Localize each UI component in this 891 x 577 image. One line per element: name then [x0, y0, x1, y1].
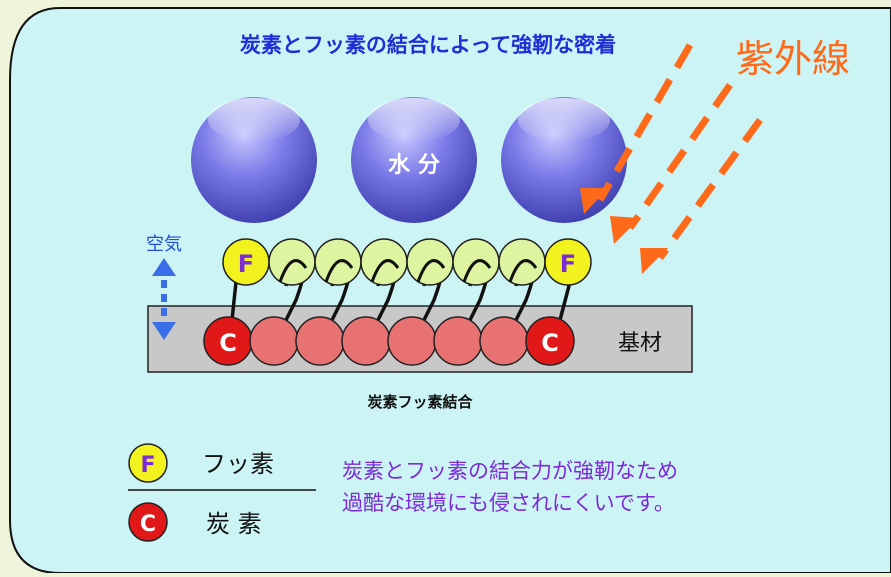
carbon-atom — [525, 316, 575, 366]
fluorine-symbol-right: F — [560, 250, 576, 278]
description-line-2: 過酷な環境にも侵されにくいです。 — [342, 491, 675, 515]
carbon-row — [203, 316, 575, 366]
carbon-atom — [479, 316, 529, 366]
fluorine-symbol-left: F — [238, 250, 254, 278]
legend-carbon-symbol: C — [140, 512, 156, 537]
fluorine-row — [222, 238, 592, 286]
carbon-symbol-left: C — [219, 329, 237, 357]
carbon-symbol-right: C — [541, 329, 559, 357]
carbon-atom — [249, 316, 299, 366]
diagram-title: 炭素とフッ素の結合によって強靭な密着 — [240, 33, 616, 57]
carbon-atom — [295, 316, 345, 366]
air-arrow — [152, 258, 176, 340]
water-spheres — [191, 97, 627, 223]
legend-fluorine-label: フッ素 — [202, 450, 274, 478]
uv-arrowheads — [580, 188, 668, 274]
legend-fluorine-icon — [128, 443, 168, 483]
carbon-atom — [387, 316, 437, 366]
fluorine-atom — [544, 238, 592, 286]
legend-carbon-icon — [128, 502, 168, 542]
uv-label: 紫外線 — [736, 37, 850, 81]
uv-rays — [596, 43, 763, 261]
legend-carbon-label: 炭 素 — [206, 510, 262, 538]
substrate-label: 基材 — [618, 331, 662, 356]
carbon-atom — [341, 316, 391, 366]
bond-label: 炭素フッ素結合 — [367, 393, 473, 411]
background-panel — [9, 7, 891, 574]
description-line-1: 炭素とフッ素の結合力が強靭なため — [342, 459, 678, 483]
legend: F フッ素 C 炭 素 — [128, 443, 316, 542]
legend-fluorine-symbol: F — [140, 453, 155, 478]
air-label: 空気 — [146, 234, 182, 255]
fluorine-arcs — [278, 259, 538, 283]
carbon-atom — [433, 316, 483, 366]
water-label: 水 分 — [388, 153, 440, 178]
